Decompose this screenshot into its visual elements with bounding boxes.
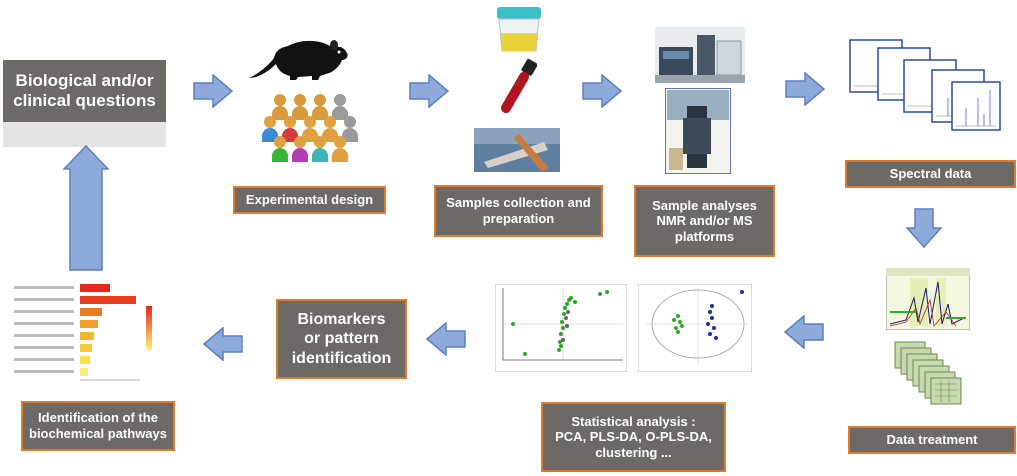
arrow-left-1-icon [784,315,824,349]
nmr-spectrometer-photo [665,88,731,174]
arrow-up-icon [63,145,109,271]
arrow-left-3-icon [203,327,243,361]
arrow-right-2-icon [409,74,449,108]
step-samples-collection-line1: Samples collection and [446,195,591,211]
step-statistical-analysis-line3: clustering ... [595,444,672,460]
step-biochemical-pathways-line1: Identification of the [38,410,158,426]
step-biomarkers-line1: Biomarkers [297,311,386,329]
step-experimental-design-label: Experimental design [245,192,374,208]
tissue-sample-photo [474,128,560,172]
step-biological-questions-line2: clinical questions [13,91,156,110]
mass-spectrometer-photo [655,27,745,83]
step-biomarkers-line3: identification [291,349,392,367]
pca-score-plot [638,284,752,372]
pls-scatter-plot [495,284,627,372]
step-statistical-analysis-line1: Statistical analysis : [571,413,696,429]
reflection-biological-questions [3,122,166,147]
spectral-data-image [849,39,1001,131]
arrow-right-4-icon [785,72,825,106]
step-sample-analyses-line1: Sample analyses [652,197,757,213]
step-biomarkers: Biomarkers or pattern identification [276,299,407,379]
arrow-left-2-icon [426,322,466,356]
pathway-bar-chart [10,280,174,388]
step-data-treatment: Data treatment [848,426,1016,454]
step-biological-questions: Biological and/or clinical questions [3,60,166,122]
arrow-down-icon [906,208,942,248]
step-samples-collection-line2: preparation [482,211,555,226]
arrow-right-1-icon [193,74,233,108]
step-biological-questions-line1: Biological and/or [15,70,154,90]
people-group-icon [262,94,358,162]
step-experimental-design: Experimental design [233,186,386,214]
step-biochemical-pathways: Identification of the biochemical pathwa… [21,401,175,451]
step-biomarkers-line2: or pattern [304,330,379,348]
step-sample-analyses: Sample analyses NMR and/or MS platforms [634,185,775,257]
step-sample-analyses-line3: platforms [674,228,735,244]
data-treatment-screenshot [886,268,970,330]
rat-icon [249,40,348,80]
step-sample-analyses-line2: NMR and/or MS [656,213,753,229]
step-spectral-data-label: Spectral data [889,166,972,182]
data-tables-stack-icon [894,341,962,405]
step-biochemical-pathways-line2: biochemical pathways [29,426,167,441]
arrow-right-3-icon [582,74,622,108]
blood-tube-icon [501,59,537,114]
step-data-treatment-label: Data treatment [886,432,978,448]
step-samples-collection: Samples collection and preparation [434,185,603,237]
step-statistical-analysis: Statistical analysis : PCA, PLS-DA, O-PL… [541,402,726,472]
step-statistical-analysis-line2: PCA, PLS-DA, O-PLS-DA, [555,429,712,445]
step-spectral-data: Spectral data [845,160,1016,188]
urine-cup-icon [497,7,541,52]
